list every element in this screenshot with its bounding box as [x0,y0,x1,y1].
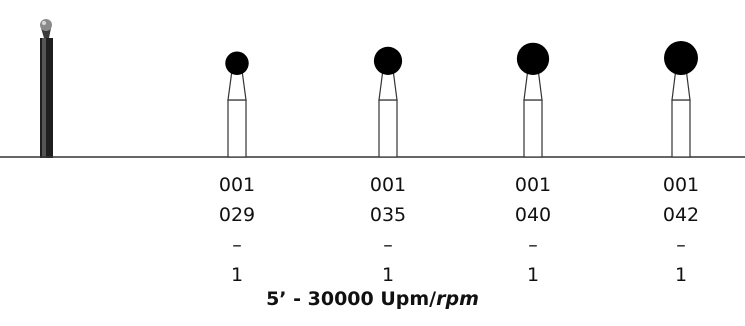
bur-schematic [373,46,403,158]
bur-head [516,42,550,75]
bur-head [225,51,249,75]
bur-qty: 1 [526,264,540,286]
bur-separator: – [528,234,538,256]
bur-photo [40,19,53,158]
bur-schematic [225,51,249,158]
bur-label-2: 001 035 – 1 [358,170,418,290]
bur-ref: 001 [514,174,552,196]
bur-schematic [516,42,550,158]
bur-size: 042 [662,204,700,226]
bur-separator: – [676,234,686,256]
bur-label-3: 001 040 – 1 [503,170,563,290]
bur-ref: 001 [369,174,407,196]
bur-shank [227,99,247,158]
bur-shank [671,99,691,158]
speed-label: 5’ - 30000 Upm/rpm [0,288,745,310]
bur-ref: 001 [662,174,700,196]
bur-shank [523,99,543,158]
bur-head [373,46,403,75]
bur-size: 035 [369,204,407,226]
speed-range: 5’ - 30000 Upm/ [266,288,437,310]
bur-qty: 1 [230,264,244,286]
bur-separator: – [383,234,393,256]
bur-head [664,41,698,75]
bur-qty: 1 [674,264,688,286]
bur-label-4: 001 042 – 1 [651,170,711,290]
bur-label-1: 001 029 – 1 [207,170,267,290]
bur-size: 029 [218,204,256,226]
bur-ref: 001 [218,174,256,196]
bur-size: 040 [514,204,552,226]
bur-schematic [664,41,698,158]
bur-shank [378,99,398,158]
bur-separator: – [232,234,242,256]
speed-unit: rpm [436,288,479,310]
bur-qty: 1 [381,264,395,286]
